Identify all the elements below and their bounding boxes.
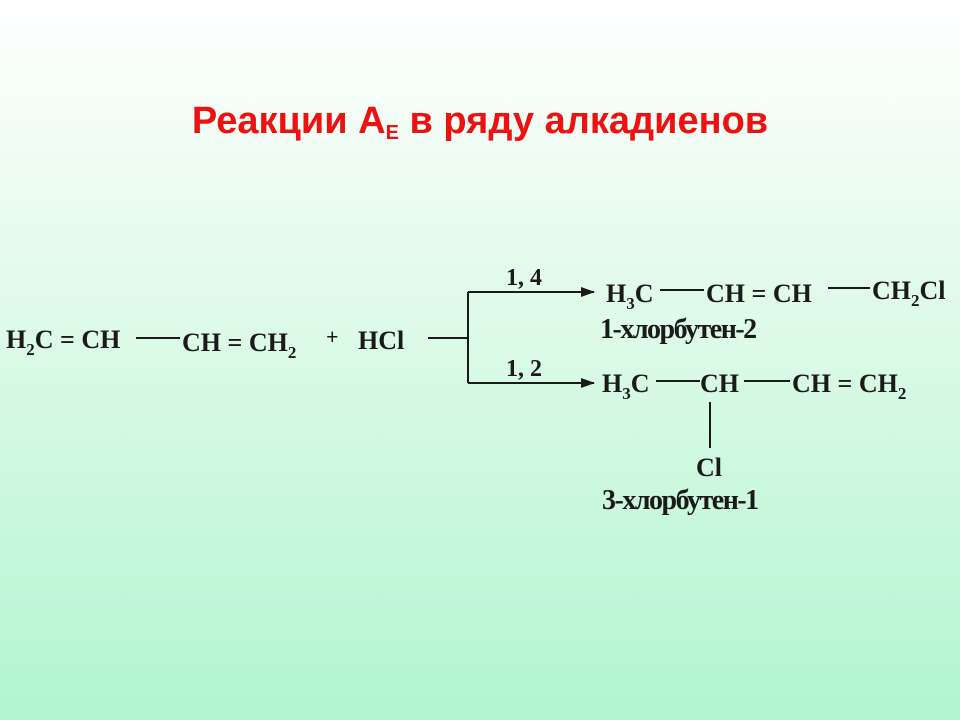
title-main: Реакции A	[191, 100, 386, 142]
product14-ch-ch: CH = CH	[706, 279, 812, 308]
reactant-ch-ch2: CH = CH2	[182, 328, 297, 362]
plus-sign: +	[326, 324, 339, 349]
product12-ch: CH	[700, 369, 739, 398]
product12-name: 3-хлорбутен-1	[602, 485, 759, 516]
title-subscript: E	[385, 122, 399, 144]
product14-ch2cl: CH2Cl	[872, 276, 946, 310]
label-1-4: 1, 4	[506, 265, 542, 291]
product12-ch-ch2: CH = CH2	[792, 369, 907, 403]
product12-cl: Cl	[696, 453, 722, 482]
product14-h3c: H3C	[606, 279, 654, 313]
reagent-hcl: HCl	[358, 326, 405, 355]
slide-title: Реакции AE в ряду алкадиенов	[0, 100, 960, 145]
label-1-2: 1, 2	[506, 356, 542, 382]
product14-name: 1-хлорбутен-2	[600, 314, 757, 345]
product12-h3c: H3C	[602, 369, 650, 403]
title-rest: в ряду алкадиенов	[398, 100, 769, 142]
reactant-h2c-ch: H2C = CH	[6, 325, 121, 359]
